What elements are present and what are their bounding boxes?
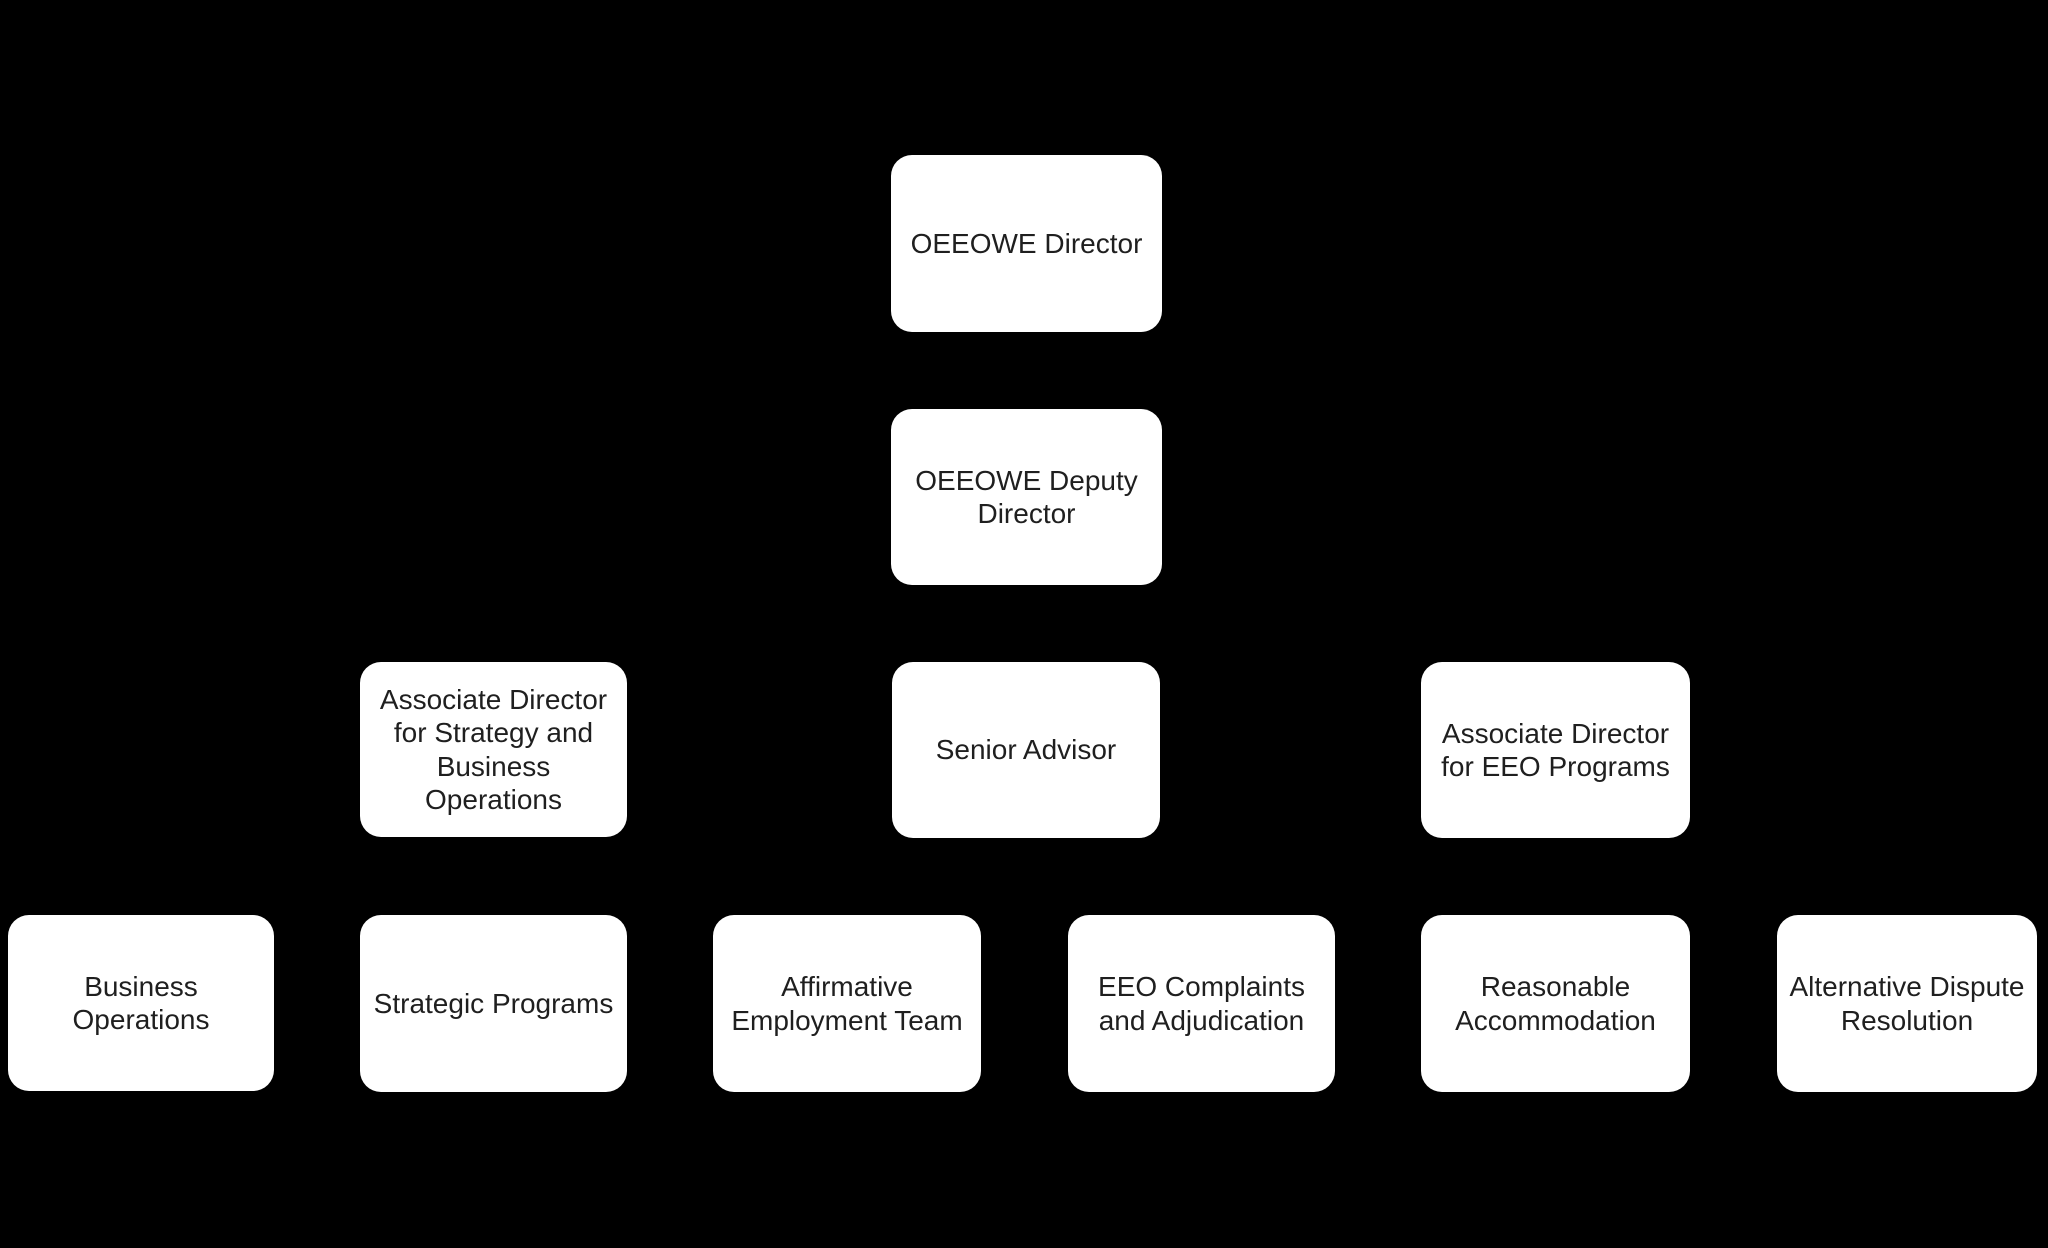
org-node-oeeowe-director: OEEOWE Director	[891, 155, 1162, 332]
org-node-label: Strategic Programs	[373, 987, 614, 1019]
org-node-label: EEO Complaints and Adjudication	[1098, 971, 1305, 1036]
org-node-associate-director-strategy: Associate Director for Strategy and Busi…	[360, 662, 627, 837]
org-node-label: Affirmative Employment Team	[731, 971, 963, 1036]
org-node-label: Reasonable Accommodation	[1455, 971, 1656, 1036]
org-node-label: Alternative Dispute Resolution	[1789, 971, 2025, 1036]
org-node-affirmative-employment-team: Affirmative Employment Team	[713, 915, 981, 1092]
org-node-strategic-programs: Strategic Programs	[360, 915, 627, 1092]
org-node-label: Associate Director for EEO Programs	[1441, 717, 1670, 782]
org-node-alternative-dispute-resolution: Alternative Dispute Resolution	[1777, 915, 2037, 1092]
org-node-eeo-complaints-and-adjudication: EEO Complaints and Adjudication	[1068, 915, 1335, 1092]
org-node-label: OEEOWE Director	[910, 227, 1143, 259]
org-node-label: OEEOWE Deputy Director	[915, 464, 1138, 529]
org-node-associate-director-eeo-programs: Associate Director for EEO Programs	[1421, 662, 1690, 838]
org-node-label: Senior Advisor	[935, 734, 1117, 766]
org-node-label: Associate Director for Strategy and Busi…	[379, 684, 608, 815]
org-node-oeeowe-deputy-director: OEEOWE Deputy Director	[891, 409, 1162, 585]
org-node-business-operations: Business Operations	[8, 915, 274, 1091]
org-node-senior-advisor: Senior Advisor	[892, 662, 1160, 838]
org-node-reasonable-accommodation: Reasonable Accommodation	[1421, 915, 1690, 1092]
org-node-label: Business Operations	[72, 970, 210, 1035]
